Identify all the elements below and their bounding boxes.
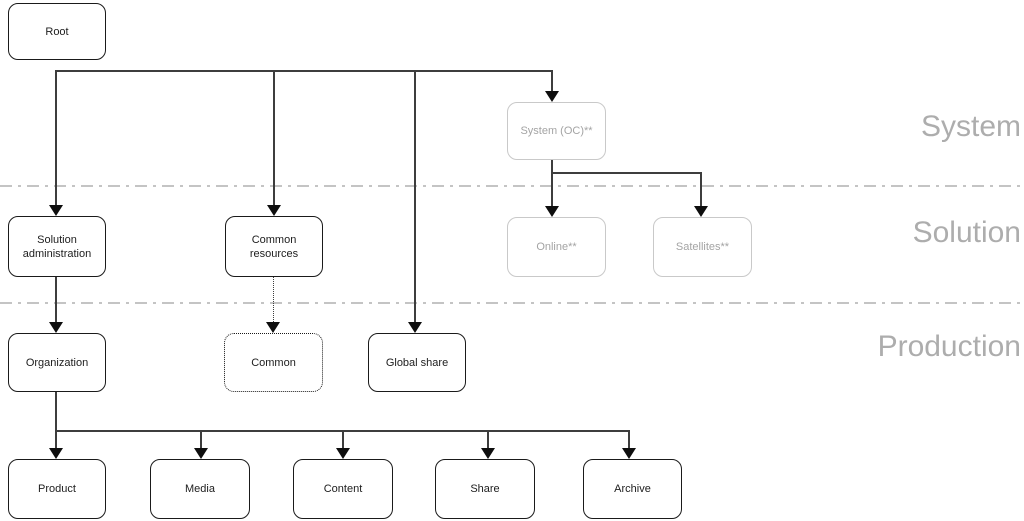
connector-to-share <box>487 430 489 448</box>
node-root-label: Root <box>45 25 69 38</box>
node-media-label: Media <box>185 483 215 495</box>
node-common: Common <box>224 333 323 392</box>
connector-to-solution-administration <box>55 70 57 205</box>
arrowhead-organization <box>49 322 63 333</box>
node-common-resources-label: Common resources <box>249 233 299 260</box>
connector-system-oc-down <box>551 160 553 173</box>
arrowhead-online <box>545 206 559 217</box>
node-root: Root <box>8 3 106 60</box>
connector-to-media <box>200 430 202 448</box>
node-share-label: Share <box>470 483 500 495</box>
node-product-label: Product <box>38 483 76 495</box>
zone-label-system: System <box>920 110 1021 143</box>
connector-to-common-dotted <box>272 277 274 322</box>
arrowhead-common <box>266 322 280 333</box>
connector-to-archive <box>628 430 630 448</box>
node-system-oc-label: System (OC)** <box>520 125 593 137</box>
node-content: Content <box>293 459 393 519</box>
node-global-share: Global share <box>368 333 466 392</box>
arrowhead-content <box>336 448 350 459</box>
node-online: Online** <box>507 217 606 277</box>
arrowhead-product <box>49 448 63 459</box>
arrowhead-system-oc <box>545 91 559 102</box>
zone-label-production: Production <box>877 330 1021 363</box>
connector-system-oc-children-rail <box>551 172 702 174</box>
connector-to-system-oc <box>551 70 553 91</box>
node-online-label: Online** <box>536 241 577 253</box>
connector-to-organization <box>55 277 57 322</box>
node-organization-label: Organization <box>25 356 89 369</box>
arrowhead-media <box>194 448 208 459</box>
arrowhead-solution-administration <box>49 205 63 216</box>
node-share: Share <box>435 459 535 519</box>
node-solution-administration-label: Solution administration <box>22 233 92 260</box>
arrowhead-satellites <box>694 206 708 217</box>
connector-to-global-share <box>414 70 416 322</box>
node-common-resources: Common resources <box>225 216 323 277</box>
connector-to-common-resources <box>273 70 275 205</box>
arrowhead-share <box>481 448 495 459</box>
connector-root-children-rail <box>55 70 552 72</box>
zone-label-solution: Solution <box>912 216 1021 249</box>
arrowhead-global-share <box>408 322 422 333</box>
node-archive: Archive <box>583 459 682 519</box>
arrowhead-archive <box>622 448 636 459</box>
node-product: Product <box>8 459 106 519</box>
node-global-share-label: Global share <box>385 356 449 369</box>
connector-organization-down <box>55 392 57 431</box>
zone-divider-solution-production <box>0 302 1024 304</box>
arrowhead-common-resources <box>267 205 281 216</box>
node-content-label: Content <box>323 483 363 495</box>
connector-to-product <box>55 430 57 448</box>
node-system-oc: System (OC)** <box>507 102 606 160</box>
connector-to-online <box>551 172 553 206</box>
connector-to-content <box>342 430 344 448</box>
node-solution-administration: Solution administration <box>8 216 106 277</box>
node-satellites: Satellites** <box>653 217 752 277</box>
zone-divider-system-solution <box>0 185 1024 187</box>
connector-to-satellites <box>700 172 702 206</box>
node-common-label: Common <box>251 356 296 369</box>
node-organization: Organization <box>8 333 106 392</box>
node-media: Media <box>150 459 250 519</box>
node-satellites-label: Satellites** <box>675 241 730 253</box>
node-archive-label: Archive <box>614 483 651 495</box>
